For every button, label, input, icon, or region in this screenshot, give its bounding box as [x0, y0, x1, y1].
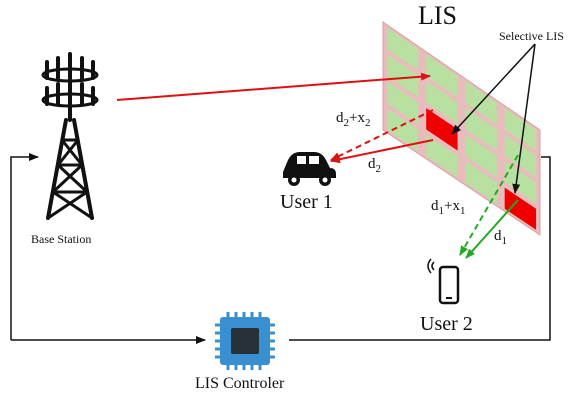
- d1x1-label: d1+x1: [431, 198, 465, 217]
- lis-element: [426, 81, 458, 124]
- lis-element: [504, 161, 537, 204]
- lis-element: [504, 108, 537, 151]
- bs-to-lis-path: [116, 72, 431, 101]
- tower-icon: [41, 52, 99, 220]
- control-wires: [10, 153, 551, 344]
- lis-element: [386, 108, 419, 151]
- lis-controller-label: LIS Controler: [195, 375, 285, 392]
- selected-lis-element: [426, 107, 458, 151]
- lis-element: [426, 54, 458, 98]
- user2-label: User 2: [420, 313, 473, 335]
- lis-element: [465, 107, 497, 151]
- smartphone-icon: [427, 258, 460, 305]
- d2-path: [330, 139, 434, 164]
- lis-element: [465, 134, 497, 178]
- d2x2-label: d2+x2: [336, 110, 370, 129]
- lis-element: [386, 54, 419, 98]
- lis-element: [465, 161, 497, 204]
- selective-lis-pointers: [451, 43, 536, 194]
- base-station-label: Base Station: [31, 232, 91, 246]
- lis-element-grid: [386, 27, 537, 230]
- chip-icon: [215, 312, 275, 370]
- d2-label: d2: [368, 156, 381, 175]
- selected-lis-element: [504, 187, 537, 230]
- d1-label: d1: [494, 228, 507, 247]
- lis-element: [426, 134, 458, 178]
- lis-title: LIS: [418, 1, 457, 30]
- d2x2-path: [330, 109, 434, 161]
- user1-label: User 1: [280, 191, 333, 213]
- d1-path: [465, 199, 519, 259]
- car-icon: [283, 152, 336, 186]
- selective-lis-label: Selective LIS: [499, 29, 564, 43]
- lis-element: [386, 27, 419, 71]
- lis-element: [386, 81, 419, 125]
